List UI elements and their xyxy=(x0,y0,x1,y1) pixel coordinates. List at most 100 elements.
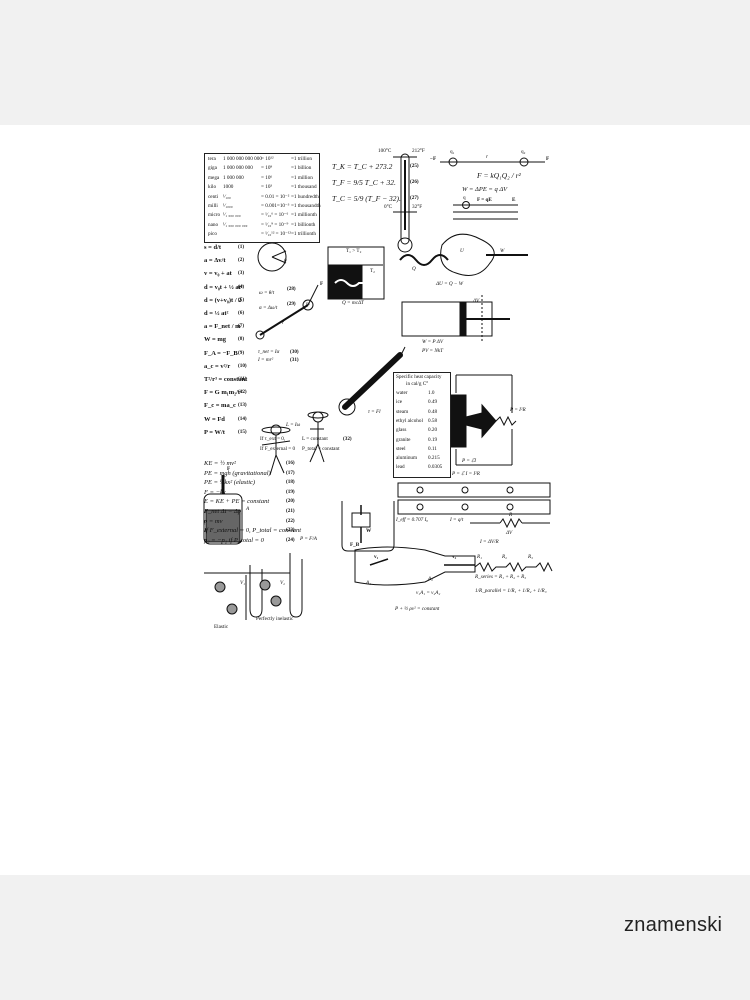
equation-number: (9) xyxy=(238,349,245,356)
energy-equation: F = −kx xyxy=(204,488,226,496)
eq-torque: τ_net = Iα xyxy=(258,349,280,355)
resistor-R1: R₁ xyxy=(477,554,482,560)
charge-field-drawing xyxy=(440,157,545,220)
volume-V1: V₁ xyxy=(240,580,245,586)
eq-coulomb: F = kQ₁Q₂ / r² xyxy=(477,171,521,180)
prefix-word: =1 thousand xyxy=(291,184,317,191)
prefix-name: kilo xyxy=(208,184,217,191)
eq-bernoulli: P + ½ ρv² = constant xyxy=(395,606,440,612)
prefix-value: ¹⁄₁₀₀₀ xyxy=(223,203,233,209)
specific-heat-table xyxy=(393,372,451,478)
prefix-power: = 10³ xyxy=(261,184,272,191)
cond-force: If F_external = 0 xyxy=(260,446,296,452)
cond-torque: If τ_ext = 0, xyxy=(260,436,286,442)
prefix-power: = 0.01 = 10⁻² xyxy=(261,193,290,200)
kinematics-equation: a_c = v²/r xyxy=(204,362,231,370)
kinematics-equation: a = F_net / m xyxy=(204,323,241,331)
energy-equation: p = mv xyxy=(204,517,223,525)
force-minus: −F xyxy=(430,156,437,162)
equation-number: (22) xyxy=(286,517,295,524)
boiling-fahrenheit: 212°F xyxy=(412,148,425,154)
equation-number: (3) xyxy=(238,270,245,277)
bottom-margin xyxy=(0,875,750,1000)
hydraulic-cylinder-drawing xyxy=(203,475,243,545)
prefix-value: 1 000 000 000 000 xyxy=(223,156,262,162)
energy-equation: E = KE + PE = constant xyxy=(204,498,270,506)
eq-number-32: (32) xyxy=(343,436,352,442)
specific-heat-value: 0.19 xyxy=(428,436,438,443)
kinematics-equation: W = Fd xyxy=(204,415,225,423)
prefix-power: = 0.001=10⁻³ xyxy=(261,203,290,209)
specific-heat-value: 0.215 xyxy=(428,455,440,462)
resistor-R3: R₃ xyxy=(528,554,533,560)
volume-V2: V₂ xyxy=(280,580,285,586)
wrench-drawing xyxy=(338,346,406,416)
prefix-power: = 10⁹ xyxy=(261,165,273,172)
eq-number-27: (27) xyxy=(410,195,419,201)
prefix-word: =1 hundredth xyxy=(291,193,319,200)
equation-number: (12) xyxy=(238,389,247,396)
prefix-name: pico xyxy=(208,231,217,238)
piston-drawing xyxy=(401,295,510,341)
velocity-v1: v₁ xyxy=(374,554,379,560)
temp-t2: T₂ xyxy=(370,268,375,274)
eq-number-29: (29) xyxy=(287,301,296,307)
prefix-value: ¹⁄₁₀₀ xyxy=(223,193,231,200)
velocity-v2: v₂ xyxy=(452,554,457,560)
equation-number: (16) xyxy=(286,460,295,466)
eq-number-31: (31) xyxy=(290,357,299,363)
eq-gas-work: W = P ΔV xyxy=(422,339,444,345)
eq-fahrenheit: T_F = 9/5 T_C + 32. xyxy=(332,178,396,187)
prefix-table xyxy=(204,153,320,243)
area-A2: A₂ xyxy=(428,576,433,582)
specific-heat-material: lead xyxy=(396,464,405,471)
distance-r: r xyxy=(486,154,489,160)
freezing-fahrenheit: 32°F xyxy=(412,204,423,210)
beaker-drawing xyxy=(341,501,395,552)
eq-current: I = q/t xyxy=(450,517,464,523)
prefix-name: giga xyxy=(208,165,217,172)
specific-heat-material: steam xyxy=(396,408,409,415)
specific-heat-value: 0.49 xyxy=(428,399,438,406)
eq-number-25: (25) xyxy=(410,163,419,169)
specific-heat-unit: in cal/g C° xyxy=(406,381,429,387)
prefix-power: = 10¹² xyxy=(261,156,274,162)
prefix-name: tera xyxy=(208,156,216,162)
charge-q: q xyxy=(463,195,466,201)
kinematics-equation: F_A = −F_B xyxy=(204,349,238,357)
resistor-R2: R₂ xyxy=(502,554,507,560)
eq-pressure: P = F/A xyxy=(300,536,317,542)
heat-Q: Q xyxy=(412,266,416,272)
energy-equation: KE = ½ mv² xyxy=(204,460,236,467)
resistor-dV: ΔV xyxy=(506,530,513,536)
prefix-word: =1 millionth xyxy=(291,212,317,219)
charge-q2: q₂ xyxy=(521,149,526,155)
charge-q1: q₁ xyxy=(450,149,455,155)
angle-theta: θ xyxy=(284,258,287,264)
equation-number: (6) xyxy=(238,310,245,316)
eq-number-26: (26) xyxy=(410,179,419,185)
cond-P-constant: P_total = constant xyxy=(302,446,340,452)
poster-canvas xyxy=(0,125,750,875)
kinematics-equation: F_c = ma_c xyxy=(204,402,236,410)
prefix-power: = ¹⁄₁₀⁹ = 10⁻⁹ xyxy=(261,221,289,228)
prefix-power: = 10⁶ xyxy=(261,174,273,181)
eq-angular-acceleration: α = Δω/t xyxy=(259,305,278,311)
eq-angular-momentum: L = Iω xyxy=(286,422,301,428)
radius-r: r xyxy=(282,320,285,326)
specific-heat-material: steel xyxy=(396,445,406,452)
equation-number: (8) xyxy=(238,336,245,343)
work-W: W xyxy=(500,248,505,254)
specific-heat-value: 0.11 xyxy=(428,445,437,452)
specific-heat-value: 0.20 xyxy=(428,427,438,434)
eq-electric-work: W = ΔPE = q ΔV xyxy=(462,186,508,193)
eq-inertia: I = mr² xyxy=(258,357,274,363)
collision-inelastic: Perfectly inelastic xyxy=(256,616,294,622)
equation-number: (13) xyxy=(238,402,247,409)
prefix-name: milli xyxy=(208,203,218,209)
eq-kelvin: T_K = T_C + 273.2 xyxy=(332,162,393,171)
equation-number: (1) xyxy=(238,244,245,250)
delta-V: ΔV xyxy=(473,298,480,304)
eq-field-force: F = qE xyxy=(477,197,492,203)
kinematics-equation: d = (v+v₀)t / 2 xyxy=(204,296,242,304)
